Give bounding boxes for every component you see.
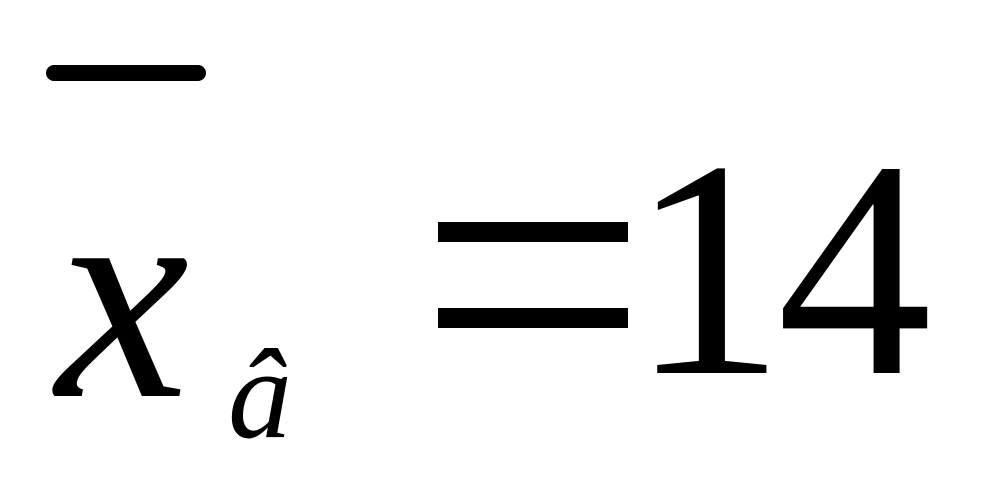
equals-sign xyxy=(438,220,628,330)
overbar-mean-symbol xyxy=(46,65,206,81)
subscript: â xyxy=(228,323,292,465)
variable-x: x xyxy=(56,129,190,461)
equals-line-top xyxy=(438,222,628,242)
equals-line-bottom xyxy=(438,308,628,328)
value: 14 xyxy=(630,98,932,441)
